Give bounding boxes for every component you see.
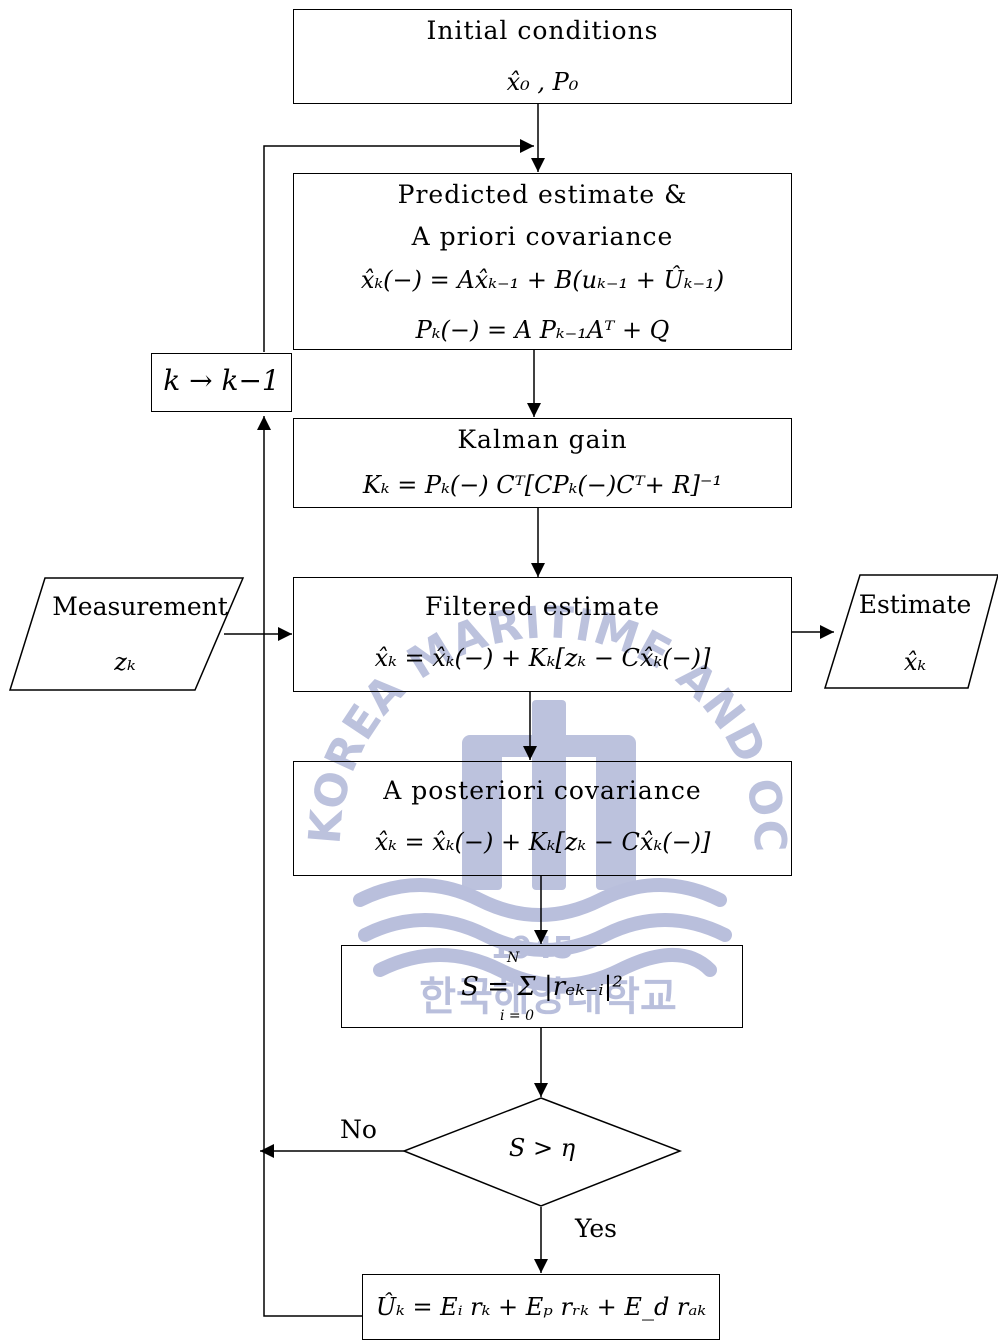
residual-sum-lower-limit: i = 0 <box>500 1008 535 1024</box>
index-update-formula: k → k−1 <box>163 364 280 397</box>
decision-yes-label: Yes <box>575 1214 617 1243</box>
decision-formula: S > η <box>508 1134 576 1162</box>
measurement-shape <box>8 577 245 691</box>
predicted-estimate-box: Predicted estimate & A priori covariance… <box>293 173 792 350</box>
watermark-emblem-left <box>462 740 502 890</box>
initial-conditions-title: Initial conditions <box>426 16 659 45</box>
kalman-gain-title: Kalman gain <box>457 425 628 454</box>
kalman-gain-box: Kalman gain Kₖ = Pₖ(−) Cᵀ[CPₖ(−)Cᵀ+ R]⁻¹ <box>293 418 792 508</box>
decision-shape <box>401 1097 683 1207</box>
watermark-emblem-right <box>596 740 636 890</box>
watermark-korean: 한국해양대학교 <box>419 974 677 1020</box>
initial-conditions-box: Initial conditions x̂₀ , P₀ <box>293 9 792 104</box>
residual-sum-upper-limit: N <box>507 950 520 966</box>
a-posteriori-covariance-box: A posteriori covariance x̂ₖ = x̂ₖ(−) + K… <box>293 761 792 876</box>
decision-no-label: No <box>340 1115 377 1144</box>
index-update-box: k → k−1 <box>151 353 292 412</box>
control-update-formula: Ûₖ = Eᵢ rₖ + Eₚ rᵣₖ + E_d rₐₖ <box>375 1293 707 1321</box>
predicted-estimate-title: Predicted estimate & <box>397 180 688 209</box>
measurement-formula: zₖ <box>114 648 136 676</box>
measurement-title: Measurement <box>52 592 228 621</box>
initial-conditions-formula: x̂₀ , P₀ <box>506 68 579 96</box>
estimate-title: Estimate <box>858 590 972 619</box>
estimate-formula: x̂ₖ <box>903 648 927 676</box>
residual-sum-formula: S = Σ |rₑₖ₋ᵢ|² <box>461 972 623 1002</box>
kalman-gain-formula: Kₖ = Pₖ(−) Cᵀ[CPₖ(−)Cᵀ+ R]⁻¹ <box>362 471 723 499</box>
predicted-state-formula: x̂ₖ(−) = Ax̂ₖ₋₁ + B(uₖ₋₁ + Ûₖ₋₁) <box>360 266 725 294</box>
filtered-estimate-box: Filtered estimate x̂ₖ = x̂ₖ(−) + Kₖ[zₖ −… <box>293 577 792 692</box>
filtered-estimate-title: Filtered estimate <box>425 592 660 621</box>
a-priori-covariance-formula: Pₖ(−) = A Pₖ₋₁Aᵀ + Q <box>415 316 670 344</box>
watermark-year: 1945 <box>490 931 574 966</box>
arrow-update-to-loop <box>257 416 362 1317</box>
watermark-waves <box>353 878 732 992</box>
a-posteriori-covariance-title: A posteriori covariance <box>383 776 702 805</box>
a-priori-covariance-title: A priori covariance <box>411 222 674 251</box>
residual-sum-box: S = Σ |rₑₖ₋ᵢ|² N i = 0 <box>341 945 743 1028</box>
arrow-loop-to-predict <box>263 139 534 352</box>
filtered-estimate-formula: x̂ₖ = x̂ₖ(−) + Kₖ[zₖ − Cx̂ₖ(−)] <box>374 644 711 672</box>
control-update-box: Ûₖ = Eᵢ rₖ + Eₚ rᵣₖ + E_d rₐₖ <box>362 1274 720 1340</box>
watermark-emblem-bar <box>462 735 636 757</box>
estimate-shape <box>823 574 998 689</box>
a-posteriori-covariance-formula: x̂ₖ = x̂ₖ(−) + Kₖ[zₖ − Cx̂ₖ(−)] <box>374 828 711 856</box>
